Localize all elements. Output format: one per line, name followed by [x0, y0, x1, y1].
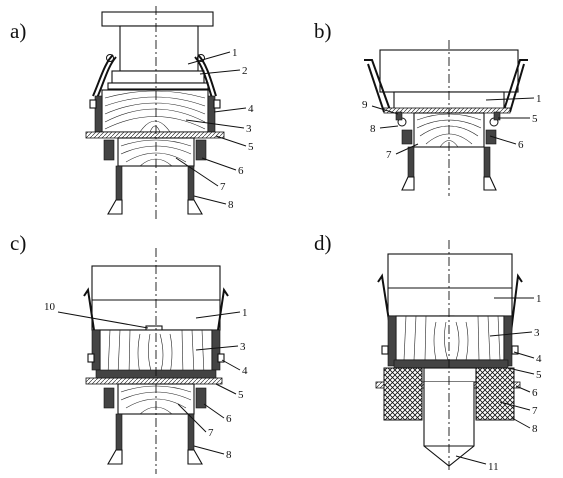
panel-c-wall-left [91, 329, 101, 371]
panel-b-label-7: 7 [386, 149, 392, 161]
panel-c-label-8: 8 [226, 449, 232, 461]
panel-c-label-10: 10 [44, 301, 56, 313]
panel-b-label-8: 8 [370, 123, 376, 135]
panel-a-label-7: 7 [220, 181, 226, 193]
panel-d-letter: d) [314, 231, 332, 255]
panel-b-label-5: 5 [532, 113, 538, 125]
panel-b-tube-left [407, 146, 415, 178]
panel-d-label-5: 5 [536, 369, 542, 381]
panel-b-label-1: 1 [536, 93, 542, 105]
panel-b: b) 1 9 [314, 19, 542, 196]
panel-d-label-11: 11 [488, 461, 499, 473]
panel-a-label-5: 5 [248, 141, 254, 153]
panel-b-funnel-right [503, 59, 528, 111]
panel-a-label-2: 2 [242, 65, 248, 77]
panel-a-label-8: 8 [228, 199, 234, 211]
panel-d-label-7: 7 [532, 405, 538, 417]
panel-c-label-6: 6 [226, 413, 232, 425]
panel-c-arm-right [217, 287, 229, 331]
panel-a-clamp-right [197, 54, 217, 97]
panel-a-label-4: 4 [248, 103, 254, 115]
panel-c-wall-right [211, 329, 221, 371]
panel-d-arm-right [509, 273, 523, 341]
panel-c-label-3: 3 [240, 341, 246, 353]
panel-c-tube-left [115, 413, 123, 451]
panel-d-block-left [383, 367, 423, 421]
panel-b-tube-right [483, 146, 491, 178]
panel-d-wall-right [503, 315, 513, 367]
panel-c-label-7: 7 [208, 427, 214, 439]
panel-a-label-3: 3 [246, 123, 252, 135]
panel-d-wall-left [387, 315, 397, 367]
panel-d-part-1 [387, 253, 513, 317]
panel-a-pivot-right [197, 54, 205, 62]
panel-c-label-4: 4 [242, 365, 248, 377]
panel-a-label-6: 6 [238, 165, 244, 177]
panel-b-letter: b) [314, 19, 332, 43]
panel-c-arm-left [83, 287, 95, 331]
panel-a-pivot-left [106, 54, 114, 62]
panel-b-plate [383, 107, 511, 114]
panel-c-label-1: 1 [242, 307, 248, 319]
panel-a-top-plate [101, 11, 214, 27]
panel-d: d) 1 3 4 5 [314, 231, 542, 473]
panel-d-label-1: 1 [536, 293, 542, 305]
panel-a-tube-right [187, 165, 195, 201]
panel-b-label-9: 9 [362, 99, 368, 111]
panel-d-label-3: 3 [534, 327, 540, 339]
panel-c: c) [10, 231, 248, 474]
panel-d-wood-block [395, 315, 505, 361]
panel-a: a) [10, 6, 254, 222]
panel-a-label-1: 1 [232, 47, 238, 59]
panel-d-label-6: 6 [532, 387, 538, 399]
panel-a-letter: a) [10, 19, 26, 43]
panel-a-part-1 [119, 25, 199, 72]
panel-a-flange-plate [85, 131, 225, 139]
panel-b-label-6: 6 [518, 139, 524, 151]
panel-d-block-right [475, 367, 515, 421]
panel-a-tube-left [115, 165, 123, 201]
panel-c-label-5: 5 [238, 389, 244, 401]
panel-c-flange-plate [85, 377, 223, 385]
panel-c-letter: c) [10, 231, 26, 255]
panel-b-funnel-left [364, 59, 391, 111]
panel-d-label-4: 4 [536, 353, 542, 365]
panel-a-clamp-left [92, 54, 114, 97]
panel-d-label-8: 8 [532, 423, 538, 435]
